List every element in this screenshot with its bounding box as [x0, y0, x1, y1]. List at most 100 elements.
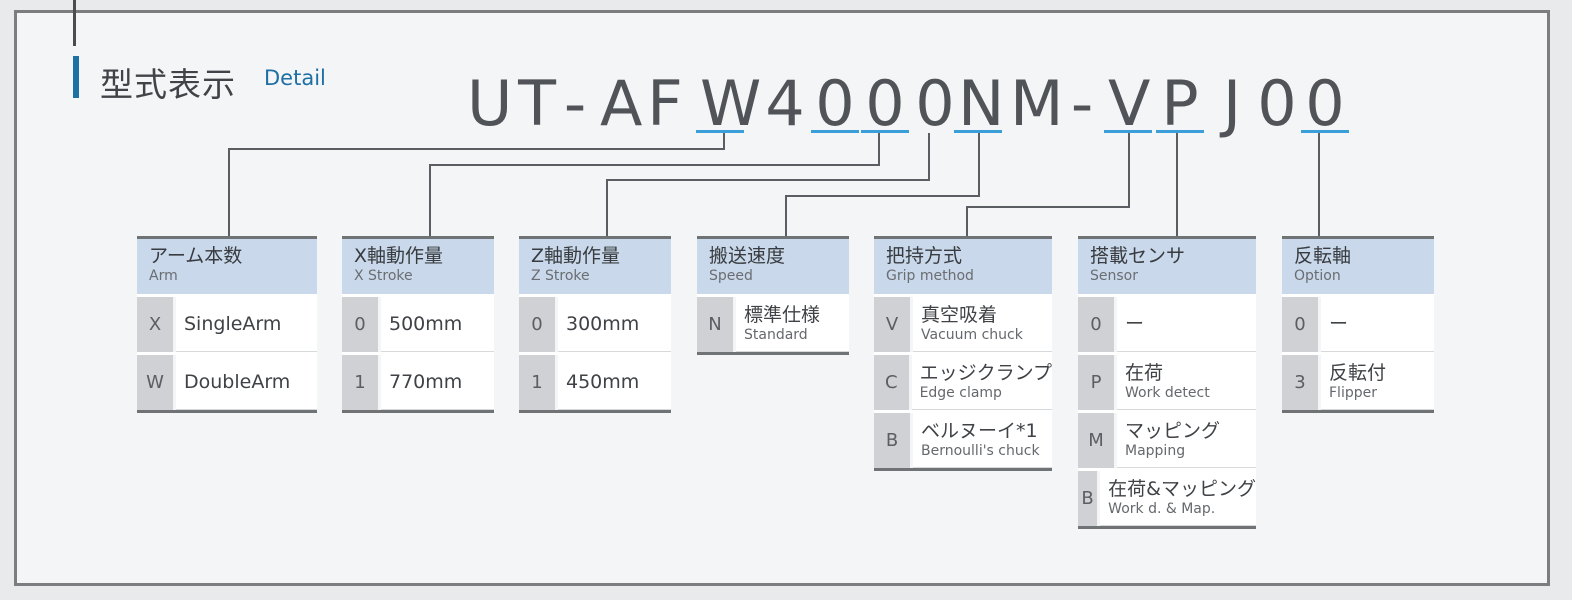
connector-segment	[1176, 133, 1178, 236]
option-sublabel: Bernoulli's chuck	[921, 443, 1040, 459]
column-bottom-border	[519, 410, 671, 413]
model-code-underline	[1156, 130, 1204, 133]
connector-segment	[878, 133, 880, 166]
option-cell: ー	[1321, 297, 1434, 352]
column-title: 搬送速度	[709, 245, 786, 267]
option-sublabel: Vacuum chuck	[921, 327, 1023, 343]
option-row: 0 300mm	[519, 294, 671, 352]
option-label: 標準仕様	[744, 304, 821, 326]
connector-segment	[723, 133, 725, 150]
column-subtitle: Z Stroke	[531, 268, 590, 284]
connector-segment	[966, 206, 1130, 208]
connector-segment	[1318, 133, 1320, 236]
option-code: M	[1078, 413, 1114, 468]
option-sublabel: Edge clamp	[919, 385, 1002, 401]
column-subtitle: X Stroke	[354, 268, 413, 284]
connector-segment	[606, 179, 930, 181]
option-label: 500mm	[389, 313, 463, 335]
model-code-underline	[1301, 130, 1349, 133]
column-title: X軸動作量	[354, 245, 444, 267]
option-code: 0	[342, 297, 378, 352]
model-code-underline	[811, 130, 859, 133]
option-label: エッジクランプ	[919, 362, 1052, 384]
connector-segment	[785, 195, 980, 197]
connector-segment	[1128, 133, 1130, 208]
option-label: ベルヌーイ*1	[921, 420, 1038, 442]
column-title: Z軸動作量	[531, 245, 621, 267]
option-code: X	[137, 297, 173, 352]
option-label: 770mm	[389, 371, 463, 393]
column-subtitle: Grip method	[886, 268, 974, 284]
top-divider-line	[73, 0, 76, 46]
option-code: 1	[519, 355, 555, 410]
option-code: B	[874, 413, 910, 468]
option-sublabel: Work detect	[1125, 385, 1210, 401]
model-code-underline	[1104, 130, 1152, 133]
option-code: 1	[342, 355, 378, 410]
model-code-char: T	[518, 67, 556, 140]
option-code: W	[137, 355, 173, 410]
option-label: DoubleArm	[184, 371, 291, 393]
model-code-char: 0	[915, 67, 955, 140]
model-code-underline	[954, 130, 1002, 133]
column-title: 把持方式	[886, 245, 963, 267]
model-code-char: -	[563, 67, 587, 140]
option-row: 0 500mm	[342, 294, 494, 352]
model-code-char: A	[600, 67, 643, 140]
option-label: 反転付	[1329, 362, 1387, 384]
model-code-char: J	[1222, 67, 1242, 140]
connector-segment	[228, 148, 725, 150]
model-code-char: 0	[1257, 67, 1297, 140]
option-code: 0	[519, 297, 555, 352]
column-title: アーム本数	[149, 245, 243, 267]
connector-segment	[429, 164, 431, 236]
column-title: 搭載センサ	[1090, 245, 1186, 267]
option-code: 3	[1282, 355, 1318, 410]
heading-accent-bar	[73, 56, 79, 98]
model-code-char: 4	[765, 67, 805, 140]
option-code: N	[697, 297, 733, 352]
column-bottom-border	[137, 410, 317, 413]
column-bottom-border	[1078, 526, 1256, 529]
model-code-underline	[861, 130, 909, 133]
model-code-char: -	[1070, 67, 1094, 140]
option-cell: 450mm	[558, 355, 671, 410]
option-label: 在荷&マッピング	[1108, 478, 1256, 500]
column-subtitle: Speed	[709, 268, 753, 284]
connector-segment	[978, 133, 980, 197]
option-label: ー	[1125, 313, 1145, 335]
option-code: P	[1078, 355, 1114, 410]
connector-segment	[928, 133, 930, 181]
option-label: 300mm	[566, 313, 640, 335]
detail-link[interactable]: Detail	[264, 66, 326, 90]
column-title: 反転軸	[1294, 245, 1352, 267]
option-code: B	[1078, 471, 1098, 526]
connector-segment	[606, 179, 608, 236]
model-code-char: 0	[865, 67, 905, 140]
option-cell: 770mm	[381, 355, 494, 410]
connector-segment	[785, 195, 787, 236]
